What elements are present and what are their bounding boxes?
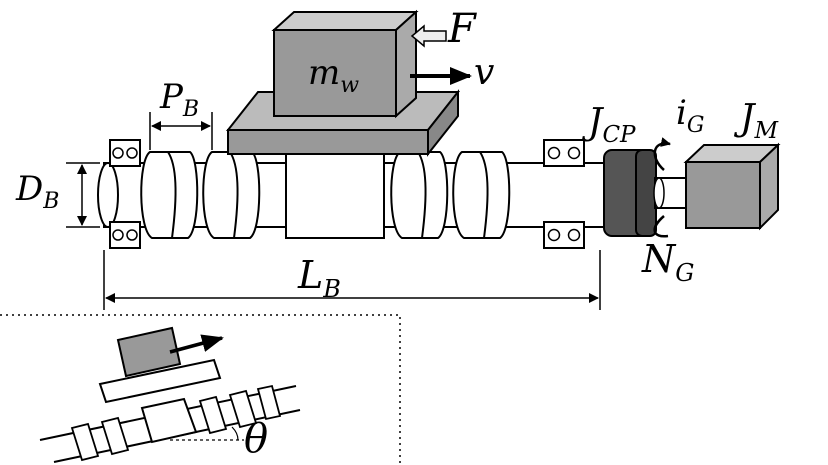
force-arrow <box>410 24 447 48</box>
mass-label: mw <box>308 53 359 98</box>
inclined-screw-inset <box>39 326 301 463</box>
coupling <box>603 149 657 237</box>
rotation-arrow-bottom <box>653 215 669 238</box>
velocity-label: v <box>474 52 494 93</box>
motor-shaft <box>653 177 690 209</box>
right-bearing <box>543 139 585 249</box>
inset-border <box>0 314 401 465</box>
gear-count-label: NG <box>641 237 694 287</box>
pitch-dimension <box>149 112 213 150</box>
screw-thread-left <box>140 151 261 239</box>
gear-ratio-label: iG <box>676 93 704 138</box>
length-label: LB <box>297 253 341 303</box>
pitch-label: PB <box>159 77 199 122</box>
rotation-arrow-top <box>653 137 671 171</box>
force-label: F <box>447 6 477 52</box>
motor-inertia-label: JM <box>733 98 779 144</box>
diameter-dimension <box>66 162 100 228</box>
diameter-label: DB <box>15 169 59 214</box>
inclination-label: θ <box>244 416 268 462</box>
length-dimension <box>103 250 601 310</box>
work-mass <box>271 9 419 119</box>
left-bearing <box>109 139 141 249</box>
nut-block <box>285 151 385 239</box>
motor-box <box>683 142 781 231</box>
coupling-inertia-label: JCP <box>581 102 636 148</box>
screw-thread-right <box>390 151 511 239</box>
